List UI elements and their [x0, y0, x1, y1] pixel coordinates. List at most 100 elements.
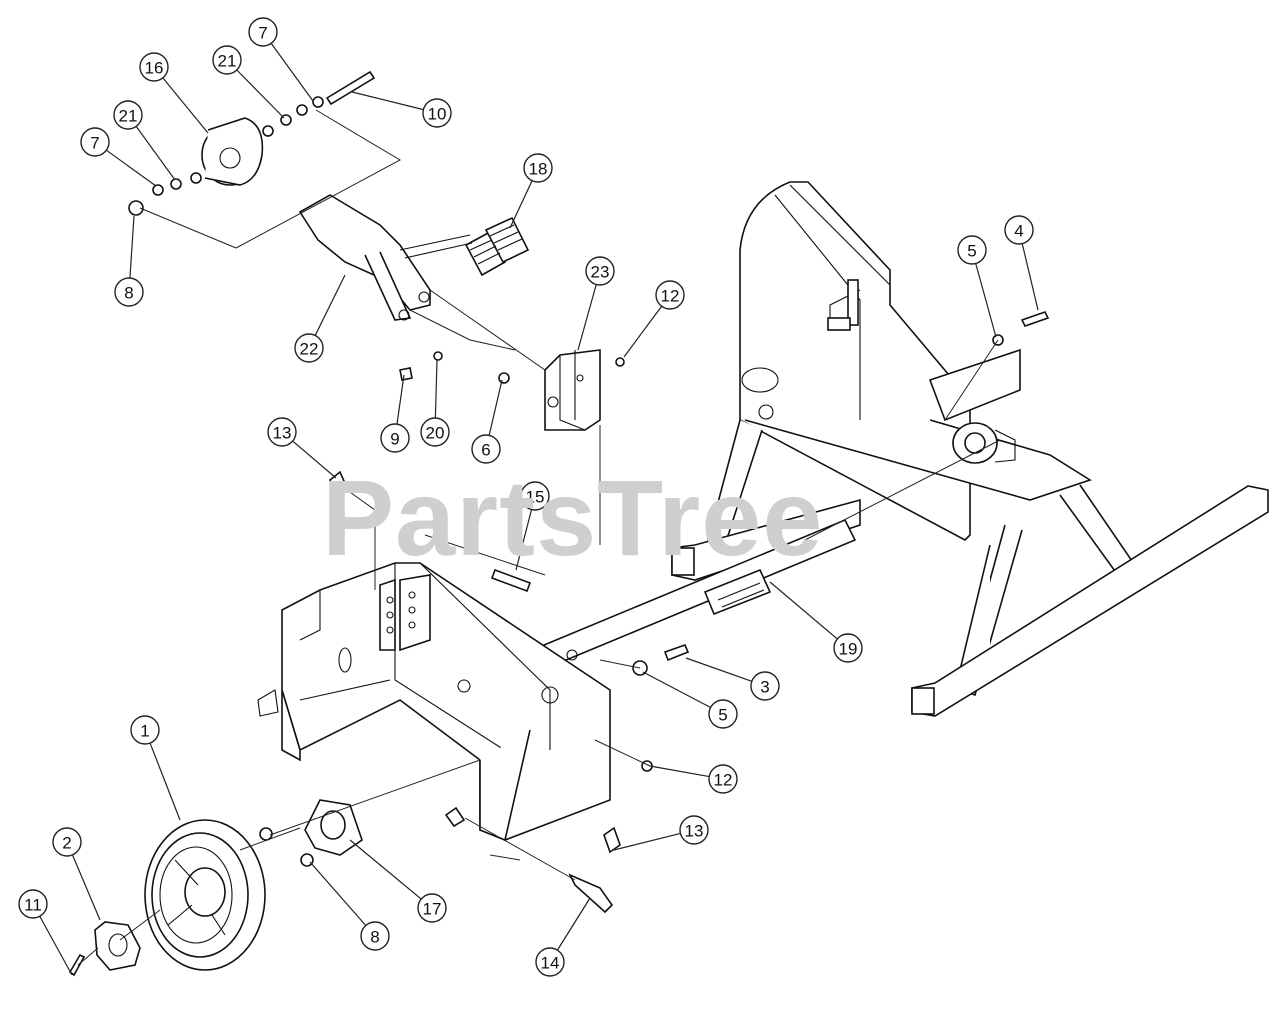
- callout-number: 15: [526, 488, 545, 507]
- callout-circle: [380, 423, 410, 453]
- callout-12: 12: [649, 764, 738, 794]
- callout-8: 8: [114, 215, 144, 307]
- callout-circle: [422, 98, 452, 128]
- callout-9: 9: [380, 374, 410, 453]
- callout-circle: [417, 893, 447, 923]
- leader-line: [769, 581, 838, 640]
- callout-number: 18: [529, 160, 548, 179]
- leader-line: [71, 854, 101, 921]
- callout-number: 3: [760, 678, 769, 697]
- callout-circle: [708, 764, 738, 794]
- callout-16: 16: [139, 52, 209, 134]
- callout-circle: [420, 417, 450, 447]
- leader-line: [649, 765, 710, 778]
- callout-circle: [1004, 215, 1034, 245]
- flange-bearing: [259, 799, 363, 867]
- callout-21: 21: [212, 45, 285, 119]
- callout-number: 11: [24, 896, 42, 915]
- callout-number: 22: [300, 340, 319, 359]
- bracket: [498, 349, 625, 431]
- leader-line: [270, 42, 314, 102]
- callout-number: 16: [145, 59, 164, 78]
- callout-circle: [139, 52, 169, 82]
- callout-number: 7: [258, 24, 267, 43]
- callout-number: 23: [591, 263, 610, 282]
- callout-circle: [130, 715, 160, 745]
- leader-line: [314, 274, 346, 336]
- idler-arm-assembly: [128, 70, 530, 321]
- rear-frame-assembly: [671, 181, 1269, 717]
- leader-line: [129, 215, 135, 279]
- callout-circle: [360, 921, 390, 951]
- callout-number: 17: [423, 900, 442, 919]
- callout-number: 19: [839, 640, 858, 659]
- leader-line: [309, 861, 367, 926]
- leader-line: [162, 77, 209, 134]
- callout-circle: [535, 947, 565, 977]
- callout-circle: [114, 277, 144, 307]
- callout-21: 21: [113, 100, 176, 181]
- leader-line: [396, 374, 405, 425]
- callout-number: 21: [218, 52, 237, 71]
- callout-circle: [679, 815, 709, 845]
- callout-number: 8: [124, 284, 133, 303]
- callout-5: 5: [957, 235, 997, 338]
- callout-circle: [18, 889, 48, 919]
- callout-number: 12: [714, 771, 733, 790]
- leader-line: [613, 832, 681, 851]
- callout-13: 13: [613, 815, 709, 851]
- leader-line: [685, 657, 753, 682]
- callout-number: 13: [685, 822, 704, 841]
- callout-20: 20: [420, 359, 450, 447]
- callout-10: 10: [351, 91, 452, 128]
- hardware: [68, 311, 1050, 977]
- callout-5: 5: [642, 671, 738, 729]
- callout-circle: [248, 17, 278, 47]
- leader-line: [39, 915, 73, 976]
- callout-4: 4: [1004, 215, 1039, 311]
- callout-7: 7: [80, 127, 157, 187]
- callout-number: 12: [661, 287, 680, 306]
- leader-line: [349, 839, 422, 900]
- leader-line: [488, 379, 503, 436]
- callout-circle: [212, 45, 242, 75]
- callout-18: 18: [509, 153, 553, 229]
- callout-13: 13: [267, 417, 337, 479]
- callout-number: 8: [370, 928, 379, 947]
- front-frame-assembly: [257, 562, 611, 842]
- leader-line: [623, 305, 663, 358]
- callout-number: 20: [426, 424, 445, 443]
- callout-11: 11: [18, 889, 73, 976]
- leader-line: [292, 440, 337, 479]
- callout-number: 13: [273, 424, 292, 443]
- callout-number: 7: [90, 134, 99, 153]
- leader-line: [509, 180, 533, 229]
- callout-number: 5: [967, 242, 976, 261]
- callout-circle: [750, 671, 780, 701]
- leader-line: [106, 149, 157, 187]
- callout-17: 17: [349, 839, 447, 923]
- leader-line: [975, 263, 997, 338]
- leader-line: [236, 69, 285, 119]
- leader-line: [1021, 243, 1039, 311]
- callout-circle: [294, 333, 324, 363]
- callout-circle: [267, 417, 297, 447]
- drive-pulley: [94, 819, 266, 971]
- callout-number: 6: [481, 441, 490, 460]
- callout-12: 12: [623, 280, 685, 358]
- callout-circle: [585, 256, 615, 286]
- assembly-lines: [77, 109, 1001, 966]
- callout-number: 21: [119, 107, 138, 126]
- callout-circle: [52, 827, 82, 857]
- callout-8: 8: [309, 861, 390, 951]
- callout-circle: [708, 699, 738, 729]
- callout-number: 4: [1014, 222, 1023, 241]
- leader-line: [515, 509, 533, 571]
- callout-circle: [520, 481, 550, 511]
- callout-14: 14: [535, 897, 591, 977]
- callout-circle: [655, 280, 685, 310]
- callout-6: 6: [471, 379, 503, 464]
- callout-number: 10: [428, 105, 447, 124]
